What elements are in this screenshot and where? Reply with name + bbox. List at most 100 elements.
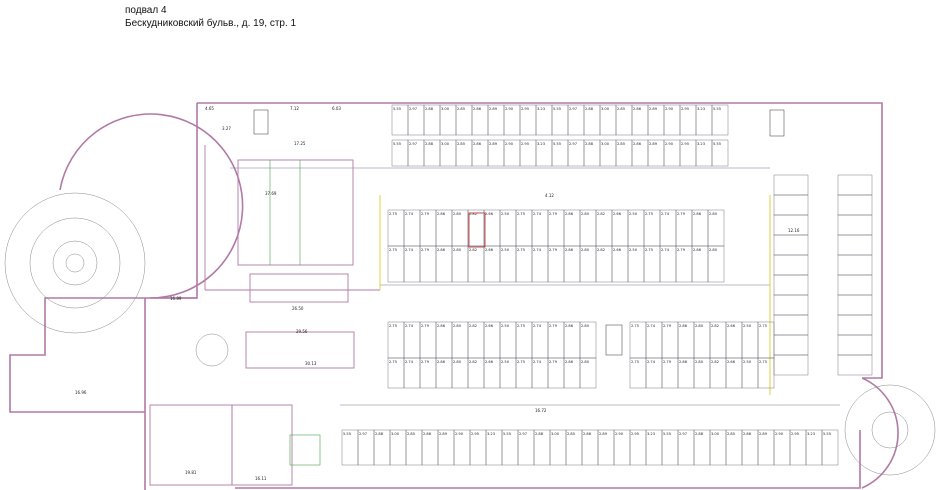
stall-area-label: 2.86: [679, 324, 688, 328]
stall-area-label: 2.95: [521, 142, 529, 146]
stall-area-label: 2.79: [421, 324, 430, 328]
stall-area-label: 2.74: [405, 212, 414, 216]
stall-area-label: 2.86: [437, 212, 446, 216]
parking-stall: [773, 194, 809, 216]
label-room: 29.56: [296, 329, 308, 334]
stalls-lower-middle: 2.75 2.74 2.79 2.86 2.80 2.82 2.66 2.50 2.75 2.74…: [387, 321, 775, 389]
right-rotunda: [844, 384, 936, 476]
stall-area-label: 2.50: [501, 324, 510, 328]
stall-area-label: 2.50: [501, 248, 510, 252]
parking-stall: [837, 294, 873, 316]
stair-ne: [769, 109, 785, 137]
stall-area-label: 2.80: [581, 360, 590, 364]
stall-area-label: 2.75: [645, 248, 653, 252]
stall-area-label: 2.89: [439, 432, 448, 436]
stall-area-label: 3.23: [647, 432, 655, 436]
stall-area-label: 2.75: [389, 248, 397, 252]
parking-stall: [837, 314, 873, 336]
stall-area-label: 2.74: [405, 324, 414, 328]
stall-area-label: 2.86: [583, 432, 592, 436]
stall-area-label: 2.79: [421, 212, 430, 216]
stall-area-label: 2.89: [759, 432, 768, 436]
stall-area-label: 2.89: [649, 107, 658, 111]
stall-area-label: 3.00: [441, 107, 450, 111]
inner-ramp-wall: [204, 145, 380, 291]
stall-area-label: 2.74: [661, 248, 670, 252]
stair-nw: [253, 109, 269, 135]
label-room: 16.89: [170, 296, 182, 301]
stall-area-label: 2.82: [469, 324, 477, 328]
stall-area-label: 2.66: [485, 360, 494, 364]
stall-area-label: 2.79: [549, 324, 558, 328]
stall-area-label: 2.82: [597, 212, 605, 216]
room-bottom-left: [249, 273, 349, 303]
parking-stall: [837, 234, 873, 256]
stall-area-label: 2.74: [533, 212, 542, 216]
stall-area-label: 2.79: [549, 360, 558, 364]
room-southwest-b: [231, 404, 293, 486]
stall-area-label: 2.88: [375, 432, 384, 436]
stall-area-label: 5.55: [553, 142, 561, 146]
stall-area-label: 2.85: [727, 432, 735, 436]
stall-area-label: 2.75: [645, 212, 653, 216]
stall-area-label: 2.75: [517, 212, 525, 216]
stall-area-label: 2.75: [759, 360, 767, 364]
stall-area-label: 2.85: [617, 107, 625, 111]
stall-area-label: 3.00: [601, 142, 610, 146]
stall-area-label: 2.50: [743, 360, 752, 364]
stall-area-label: 2.66: [613, 248, 622, 252]
label-room: 26.50: [292, 306, 304, 311]
stall-area-label: 2.86: [437, 324, 446, 328]
left-rotunda: [4, 192, 229, 367]
stall-area-label: 2.75: [389, 324, 397, 328]
stall-area-label: 2.86: [633, 107, 642, 111]
stall-area-label: 2.82: [469, 212, 477, 216]
parking-stall: [773, 314, 809, 336]
stall-area-label: 2.95: [471, 432, 479, 436]
left-rotunda-wall: [59, 113, 244, 299]
stall-area-label: 2.75: [389, 212, 397, 216]
stall-area-label: 2.50: [501, 212, 510, 216]
storage-block-left: [237, 159, 354, 266]
label-room: 16.72: [535, 408, 547, 413]
stall-area-label: 2.85: [567, 432, 575, 436]
stall-area-label: 2.80: [581, 324, 590, 328]
stall-area-label: 2.80: [581, 212, 590, 216]
stall-area-label: 2.66: [485, 324, 494, 328]
stall-area-label: 2.80: [453, 248, 462, 252]
stall-area-label: 3.23: [537, 142, 545, 146]
stall-area-label: 3.00: [711, 432, 720, 436]
stall-area-label: 5.55: [553, 107, 561, 111]
stall-area-label: 2.88: [535, 432, 544, 436]
stall-area-label: 2.89: [649, 142, 658, 146]
stall-area-label: 2.86: [437, 248, 446, 252]
stall-area-label: 2.97: [679, 432, 687, 436]
stall-area-label: 2.89: [489, 107, 498, 111]
parking-stall: [837, 254, 873, 276]
parking-stall: [773, 334, 809, 356]
label-room: 17.25: [294, 141, 306, 146]
stall-area-label: 2.90: [505, 107, 514, 111]
stall-area-label: 2.74: [647, 324, 656, 328]
parking-stall: [837, 214, 873, 236]
outer-walls: [9, 102, 899, 490]
stall-area-label: 2.86: [473, 107, 482, 111]
stall-area-label: 2.90: [505, 142, 514, 146]
parking-stall: [837, 174, 873, 196]
stall-area-label: 2.89: [489, 142, 498, 146]
stair-cores: [253, 109, 785, 466]
stall-area-label: 2.79: [677, 248, 686, 252]
stall-area-label: 2.80: [709, 212, 718, 216]
stall-area-label: 2.79: [677, 212, 686, 216]
stall-area-label: 2.66: [485, 248, 494, 252]
stall-area-label: 2.97: [409, 107, 417, 111]
stall-area-label: 2.90: [615, 432, 624, 436]
stall-area-label: 2.95: [791, 432, 799, 436]
stall-area-label: 2.79: [663, 324, 672, 328]
plan-header: подвал 4 Бескудниковский бульв., д. 19, …: [125, 4, 296, 30]
stall-area-label: 3.00: [601, 107, 610, 111]
